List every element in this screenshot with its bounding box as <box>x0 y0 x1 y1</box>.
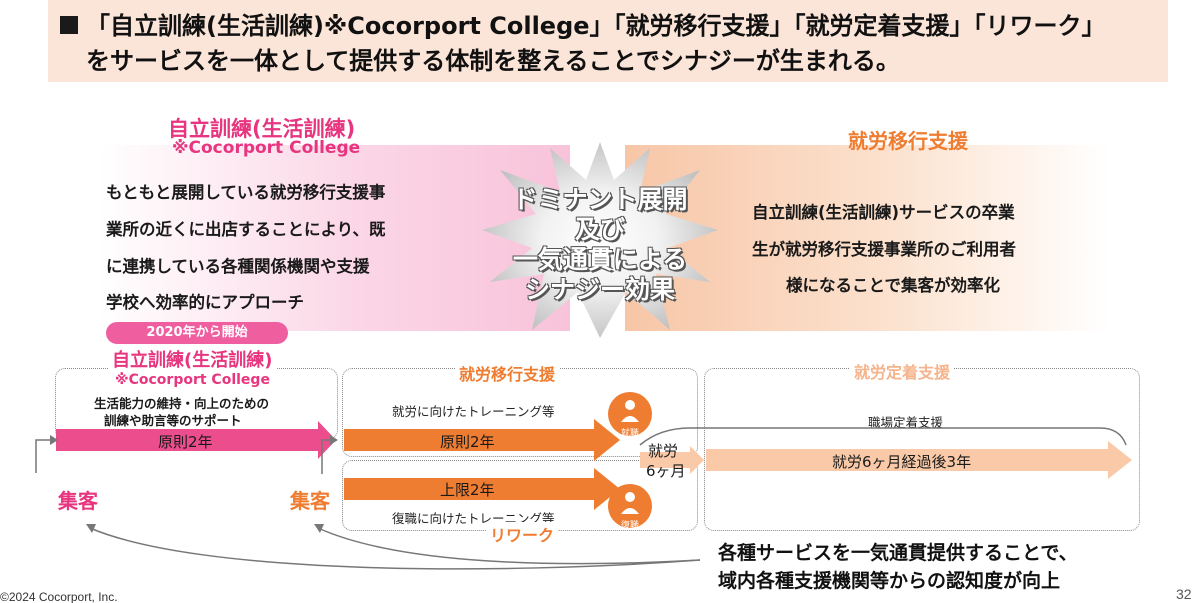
concept-left-line-2: 業所の近くに出店することにより、既 <box>106 220 386 239</box>
return-line-1 <box>89 527 701 570</box>
ikou-arrow-label: 原則2年 <box>440 433 495 451</box>
start-year-badge: 2020年から開始 <box>106 322 288 344</box>
page-number: 32 <box>1176 586 1192 602</box>
concept-left-line-4: 学校へ効率的にアプローチ <box>106 293 304 312</box>
concept-left-background <box>100 145 570 331</box>
synergy-line-3: 一気通貫による <box>512 245 688 274</box>
copyright: ©2024 Cocorport, Inc. <box>0 590 118 603</box>
return-work-person-icon <box>608 484 652 528</box>
ikou-desc: 就労に向けたトレーニング等 <box>392 404 555 419</box>
concept-right-line-3: 様になることで集客が効率化 <box>786 276 1001 295</box>
employment-icon-label: 就職 <box>620 429 639 439</box>
synergy-burst-icon <box>482 142 718 338</box>
connector-arrow <box>640 446 704 474</box>
concept-left-line-3: に連携している各種関係機関や支援 <box>106 257 370 276</box>
jiritsu-subtitle: ※Cocorport College <box>115 372 270 388</box>
synergy-line-1: ドミナント展開 <box>512 185 688 214</box>
rework-arrow-label: 上限2年 <box>440 481 495 499</box>
jiritsu-title: 自立訓練(生活訓練) <box>108 346 277 372</box>
concept-left-subtitle: ※Cocorport College <box>172 138 361 158</box>
concept-right-line-1: 自立訓練(生活訓練)サービスの卒業 <box>752 203 1015 222</box>
bottom-line-2: 域内各種支援機関等からの認知度が向上 <box>718 570 1061 592</box>
header-line-1: 「自立訓練(生活訓練)※Cocorport College」「就労移行支援」「就… <box>86 12 1106 40</box>
header-line-2: をサービスを一体として提供する体制を整えることでシナジーが生まれる。 <box>86 47 900 75</box>
return-work-icon-label: 復職 <box>620 521 639 531</box>
return-head-1 <box>86 524 96 533</box>
concept-left-line-1: もともと展開している就労移行支援事 <box>106 183 386 202</box>
concept-right-background <box>625 145 1110 331</box>
jiritsu-arrow <box>56 421 336 459</box>
concept-right-title: 就労移行支援 <box>848 129 968 153</box>
teichaku-arrow <box>706 441 1132 479</box>
rework-arrow <box>344 468 620 510</box>
employment-person-icon <box>608 392 652 436</box>
shuro-label-2: 6ヶ月 <box>646 462 686 480</box>
teichaku-arrow-label: 就労6ヶ月経過後3年 <box>832 453 972 471</box>
teichaku-bracket <box>639 427 1127 446</box>
concept-left-title: 自立訓練(生活訓練) <box>168 117 356 141</box>
synergy-line-2: 及び <box>574 215 625 244</box>
return-head-2 <box>314 524 324 533</box>
concept-right-line-2: 生が就労移行支援事業所のご利用者 <box>752 240 1016 259</box>
jiritsu-arrow-label: 原則2年 <box>158 433 213 451</box>
jiritsu-desc-2: 訓練や助言等のサポート <box>104 413 242 428</box>
bottom-line-1: 各種サービスを一気通貫提供することで、 <box>718 542 1078 564</box>
teichaku-desc: 職場定着支援 <box>868 415 944 430</box>
left-loop-line <box>35 439 50 473</box>
return-line-2 <box>317 527 701 565</box>
attract-label-2: 集客 <box>290 489 330 513</box>
bullet-square-icon <box>60 16 78 34</box>
rework-title: リワーク <box>486 522 559 546</box>
ikou-arrow <box>344 419 620 461</box>
jiritsu-desc-1: 生活能力の維持・向上のための <box>94 396 270 411</box>
left-loop-head <box>50 435 58 445</box>
attract-label-1: 集客 <box>58 489 98 513</box>
synergy-line-4: シナジー効果 <box>524 275 675 304</box>
shuro-label-1: 就労 <box>648 442 679 460</box>
teichaku-title: 就労定着支援 <box>850 359 955 383</box>
ikou-title: 就労移行支援 <box>455 361 560 385</box>
header-banner <box>48 0 1168 82</box>
middle-loop-head <box>330 435 338 445</box>
